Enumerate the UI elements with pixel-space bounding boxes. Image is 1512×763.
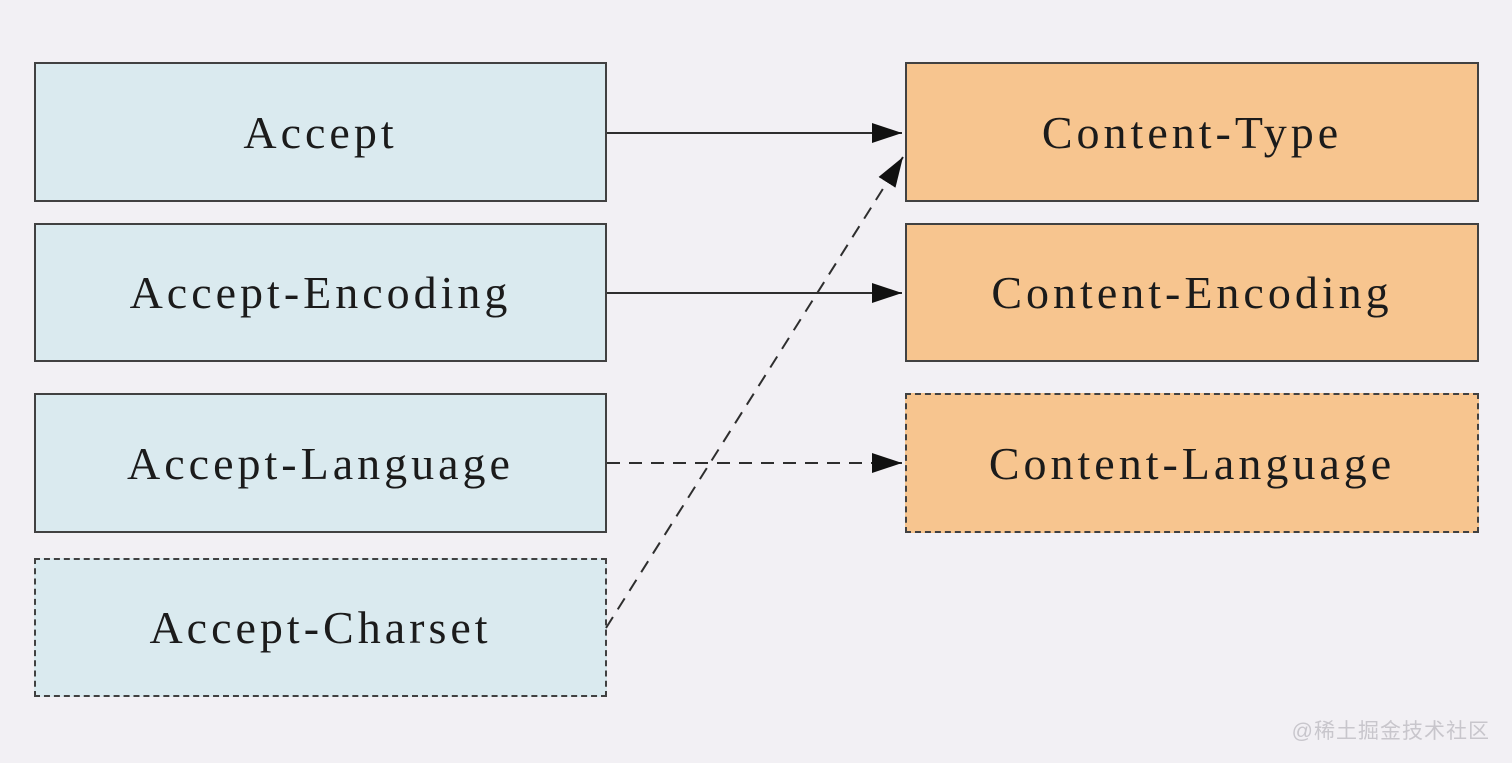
box-accept-language-label: Accept-Language	[127, 437, 514, 489]
box-content-type-label: Content-Type	[1041, 106, 1343, 158]
arrow-accept-charset-to-content-type	[605, 156, 904, 629]
box-accept: Accept	[34, 62, 607, 202]
box-content-encoding: Content-Encoding	[905, 223, 1479, 362]
box-accept-encoding-label: Accept-Encoding	[129, 267, 512, 318]
box-content-language-label: Content-Language	[988, 437, 1396, 489]
box-accept-charset-label: Accept-Charset	[149, 602, 492, 653]
box-content-language: Content-Language	[905, 393, 1479, 533]
box-accept-charset: Accept-Charset	[34, 558, 607, 697]
watermark-text: @稀土掘金技术社区	[1291, 720, 1490, 743]
box-content-encoding-label: Content-Encoding	[991, 267, 1393, 318]
box-accept-encoding: Accept-Encoding	[34, 223, 607, 362]
box-accept-label: Accept	[243, 106, 398, 158]
box-content-type: Content-Type	[905, 62, 1479, 202]
box-accept-language: Accept-Language	[34, 393, 607, 533]
